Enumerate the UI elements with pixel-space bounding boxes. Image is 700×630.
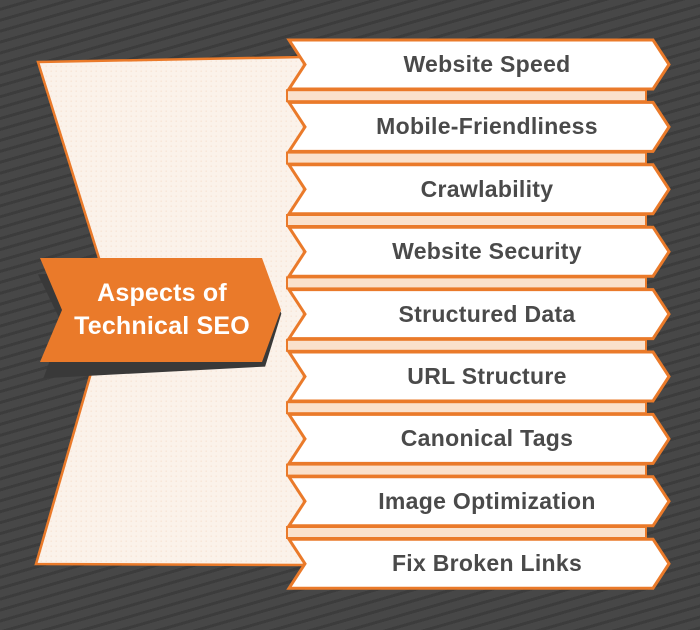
ribbon-label: Fix Broken Links bbox=[391, 550, 583, 576]
ribbon-item-mobile-friendliness: Mobile-Friendliness bbox=[305, 102, 669, 151]
ribbon-shape-structured-data bbox=[286, 288, 671, 341]
ribbon-shape-crawlability bbox=[286, 163, 671, 216]
connector-strip bbox=[286, 526, 647, 539]
ribbon-item-structured-data: Structured Data bbox=[305, 290, 669, 339]
ribbon-label: URL Structure bbox=[407, 363, 567, 389]
ribbon-label: Image Optimization bbox=[378, 488, 596, 514]
ribbon-shape-website-speed bbox=[286, 38, 671, 91]
connector-strip bbox=[286, 151, 647, 165]
ribbon-shape-image-optimization bbox=[286, 475, 671, 528]
ribbon-item-image-optimization: Image Optimization bbox=[305, 477, 669, 526]
ribbon-item-canonical-tags: Canonical Tags bbox=[305, 414, 669, 463]
connector-strip bbox=[286, 214, 647, 227]
connector-strip bbox=[286, 338, 647, 352]
ribbon-item-fix-broken-links: Fix Broken Links bbox=[305, 539, 669, 588]
ribbon-label: Crawlability bbox=[420, 176, 554, 202]
connector-strip bbox=[286, 463, 647, 477]
connector-strip bbox=[286, 276, 647, 290]
title-line-1: Aspects of bbox=[97, 279, 227, 307]
ribbon-shape-canonical-tags bbox=[286, 412, 671, 465]
ribbon-label: Website Speed bbox=[403, 51, 571, 77]
ribbon-label: Mobile-Friendliness bbox=[376, 113, 598, 139]
ribbon-shape-website-security bbox=[286, 225, 671, 278]
ribbon-item-crawlability: Crawlability bbox=[305, 165, 669, 214]
ribbon-shape-url-structure bbox=[286, 350, 671, 403]
ribbon-label: Canonical Tags bbox=[400, 425, 574, 451]
ribbon-label: Website Security bbox=[392, 238, 582, 264]
title-banner: Aspects of Technical SEO bbox=[62, 258, 262, 362]
ribbon-item-website-security: Website Security bbox=[305, 227, 669, 276]
ribbon-item-url-structure: URL Structure bbox=[305, 352, 669, 401]
title-line-2: Technical SEO bbox=[74, 312, 250, 340]
connector-strip bbox=[286, 89, 647, 103]
ribbon-item-website-speed: Website Speed bbox=[305, 40, 669, 89]
connector-strip bbox=[286, 401, 647, 415]
ribbon-shape-mobile-friendliness bbox=[286, 100, 671, 153]
ribbon-label: Structured Data bbox=[398, 301, 576, 327]
title-banner-shape bbox=[40, 258, 281, 362]
ribbon-shape-fix-broken-links bbox=[286, 537, 671, 590]
